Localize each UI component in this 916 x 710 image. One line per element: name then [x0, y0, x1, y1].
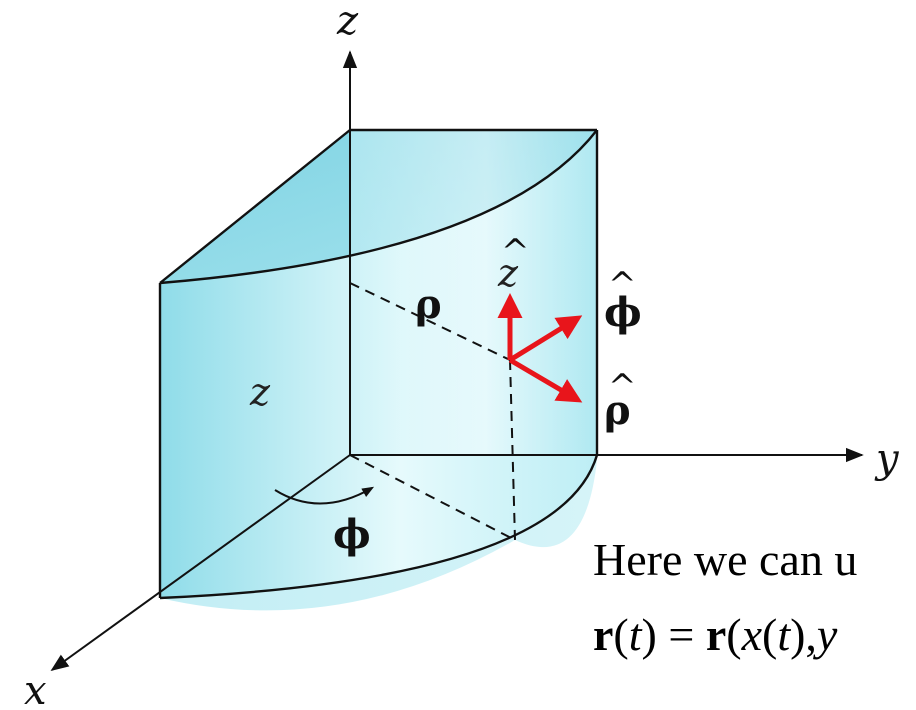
y-axis-label: y — [874, 436, 900, 482]
phi-angle-arc — [274, 486, 375, 505]
z-hat-caret: ^ — [501, 232, 530, 272]
x-axis-label: x — [24, 668, 47, 710]
caption-t: t — [777, 609, 791, 660]
caption-r-vector: r — [705, 609, 727, 660]
caption-paren: ( — [613, 609, 629, 660]
caption-y: y — [816, 609, 838, 660]
caption-paren: ) — [641, 609, 657, 660]
rho-hat-caret: ^ — [608, 367, 637, 407]
cylinder-edges — [158, 128, 599, 600]
caption-line-1: Here we can u — [593, 534, 858, 585]
caption-paren: ( — [726, 609, 742, 660]
z-axis-label: z — [336, 0, 359, 44]
caption-r-vector: r — [593, 609, 614, 660]
rho-hat-vector — [508, 357, 583, 403]
height-z-label: z — [249, 370, 271, 414]
caption-line-2: r(t) = r(x(t),y — [593, 608, 837, 661]
dashed-lines — [349, 282, 516, 541]
caption-t: t — [628, 609, 642, 660]
caption-x: x — [741, 609, 762, 660]
z-hat-label: z — [497, 251, 519, 295]
caption-equals: = — [656, 609, 706, 660]
axes — [50, 50, 864, 672]
caption-paren: ), — [790, 609, 817, 660]
rho-label: ρ — [415, 281, 442, 328]
x-axis — [50, 454, 351, 672]
inner-face — [350, 130, 597, 455]
phi-hat-label: ϕ — [604, 289, 642, 336]
unit-vectors — [497, 293, 583, 403]
caption-paren: ( — [761, 609, 778, 660]
phi-hat-caret: ^ — [608, 265, 637, 305]
phi-hat-vector — [508, 315, 583, 363]
phi-angle-label: ϕ — [333, 511, 371, 558]
rho-hat-label: ρ — [604, 387, 631, 434]
